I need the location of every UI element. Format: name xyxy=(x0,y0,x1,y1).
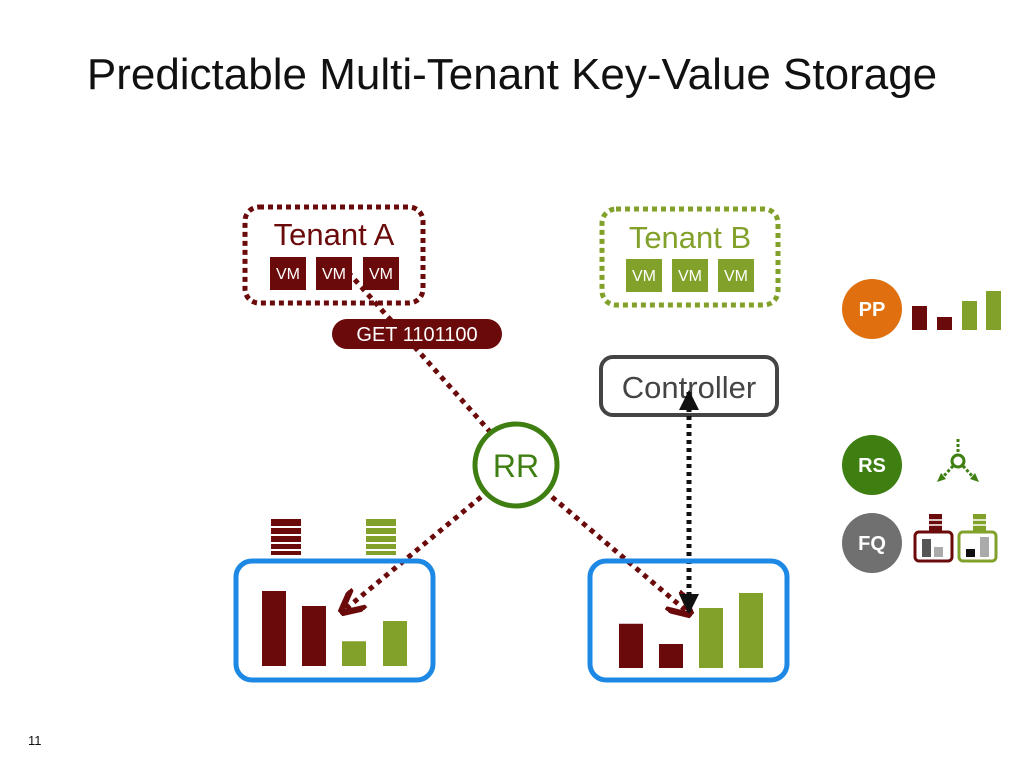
server-1-bar-3 xyxy=(342,641,366,666)
tenant-a-vm-2 xyxy=(316,257,352,290)
fair-queue-icon xyxy=(913,514,998,563)
tenant-a-vm-3 xyxy=(363,257,399,290)
tenant-b-vm-2 xyxy=(672,259,708,292)
tenant-b-vm-3 xyxy=(718,259,754,292)
rr-to-server-1-arrow xyxy=(342,495,483,612)
replica-selection-icon xyxy=(937,439,979,482)
page-number: 11 xyxy=(28,733,42,748)
rs-badge xyxy=(842,435,902,495)
tenant-b-border xyxy=(599,206,781,308)
tenant-a-group: Tenant A VM VM VM xyxy=(242,204,426,306)
legend-rs: RS xyxy=(842,435,979,495)
queue-tenant-b xyxy=(366,519,396,555)
bar-chart-icon xyxy=(912,291,1001,330)
server-1-bar-2 xyxy=(302,606,326,666)
server-2-bar-3 xyxy=(699,608,723,668)
controller: Controller xyxy=(599,355,779,417)
rs-label: RS xyxy=(858,455,886,477)
server-1-box xyxy=(233,558,436,683)
server-2-box xyxy=(587,558,790,683)
get-request-pill xyxy=(332,319,502,349)
tenant-a-label: Tenant A xyxy=(274,217,395,252)
fq-badge xyxy=(842,513,902,573)
rr-label: RR xyxy=(493,448,539,484)
tenant-b-label: Tenant B xyxy=(629,220,751,255)
get-request-text: GET 1101100 xyxy=(356,324,477,346)
legend-fq: FQ xyxy=(842,513,998,573)
tenant-a-vm-1-label: VM xyxy=(276,266,300,283)
tenant-a-border xyxy=(242,204,426,306)
request-path-line xyxy=(346,270,494,436)
fq-label: FQ xyxy=(858,533,886,555)
tenant-b-vm-1-label: VM xyxy=(632,268,656,285)
server-2-bar-1 xyxy=(619,623,643,668)
server-2-bar-4 xyxy=(739,593,763,668)
rr-node: RR xyxy=(472,421,560,509)
server-1-bar-4 xyxy=(383,621,407,666)
pp-label: PP xyxy=(859,299,886,321)
rr-to-server-2-arrow xyxy=(550,495,690,614)
pp-badge xyxy=(842,279,902,339)
server-bars xyxy=(262,591,763,668)
get-request-label: GET 1101100 xyxy=(332,319,502,349)
queue-tenant-a xyxy=(271,519,301,555)
server-2-bar-2 xyxy=(659,644,683,668)
rr-circle xyxy=(472,421,560,509)
tenant-a-vm-3-label: VM xyxy=(369,266,393,283)
tenant-b-vm-1 xyxy=(626,259,662,292)
tenant-a-vm-1 xyxy=(270,257,306,290)
slide-title: Predictable Multi-Tenant Key-Value Stora… xyxy=(86,50,938,99)
controller-label: Controller xyxy=(622,370,756,405)
tenant-b-vm-3-label: VM xyxy=(724,268,748,285)
tenant-a-vm-2-label: VM xyxy=(322,266,346,283)
tenant-b-vm-2-label: VM xyxy=(678,268,702,285)
tenant-b-group: Tenant B VM VM VM xyxy=(599,206,781,308)
legend-pp: PP xyxy=(842,279,1001,339)
server-1-bar-1 xyxy=(262,591,286,666)
